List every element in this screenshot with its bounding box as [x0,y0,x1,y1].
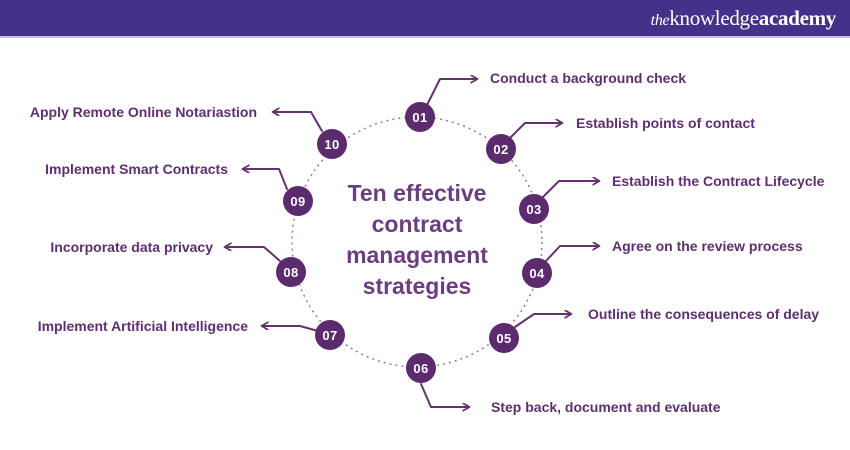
strategy-node-02: 02 [486,134,516,164]
logo-the: the [650,11,670,29]
strategy-label-10: Apply Remote Online Notariastion [29,104,257,120]
connector-09 [243,169,288,190]
strategy-label-09: Implement Smart Contracts [45,161,228,177]
diagram-title-line: management [346,242,488,268]
diagram-title-line: contract [371,211,463,237]
connector-08 [225,247,281,262]
knowledge-academy-logo: theknowledgeacademy [651,6,850,31]
connector-07 [262,326,319,332]
connector-02 [510,123,562,138]
strategy-label-01: Conduct a background check [490,70,687,86]
strategy-node-06: 06 [406,353,436,383]
strategy-label-05: Outline the consequences of delay [588,306,820,322]
strategy-node-03: 03 [519,194,549,224]
strategy-node-05: 05 [489,323,519,353]
connector-10 [273,112,323,132]
strategy-label-06: Step back, document and evaluate [491,399,721,415]
strategy-node-01: 01 [405,102,435,132]
strategy-node-09: 09 [283,186,313,216]
connector-05 [514,314,571,328]
logo-academy: academy [758,5,837,30]
strategy-node-04: 04 [522,258,552,288]
connector-03 [542,181,599,198]
connector-04 [545,246,599,262]
connector-06 [420,383,469,407]
diagram-title-line: strategies [362,273,472,299]
header-bar: theknowledgeacademy [0,0,850,38]
connector-01 [426,79,477,106]
strategy-label-03: Establish the Contract Lifecycle [612,173,825,189]
diagram-title: Ten effective contract management strate… [346,178,488,302]
strategy-label-04: Agree on the review process [612,238,803,254]
strategy-node-07: 07 [315,320,345,350]
logo-knowledge: knowledge [669,5,759,30]
strategy-label-07: Implement Artificial Intelligence [37,318,248,334]
strategy-label-08: Incorporate data privacy [50,239,213,255]
strategy-node-10: 10 [317,129,347,159]
diagram-title-line: Ten effective [347,180,487,206]
strategy-label-02: Establish points of contact [576,115,755,131]
strategy-node-08: 08 [276,257,306,287]
